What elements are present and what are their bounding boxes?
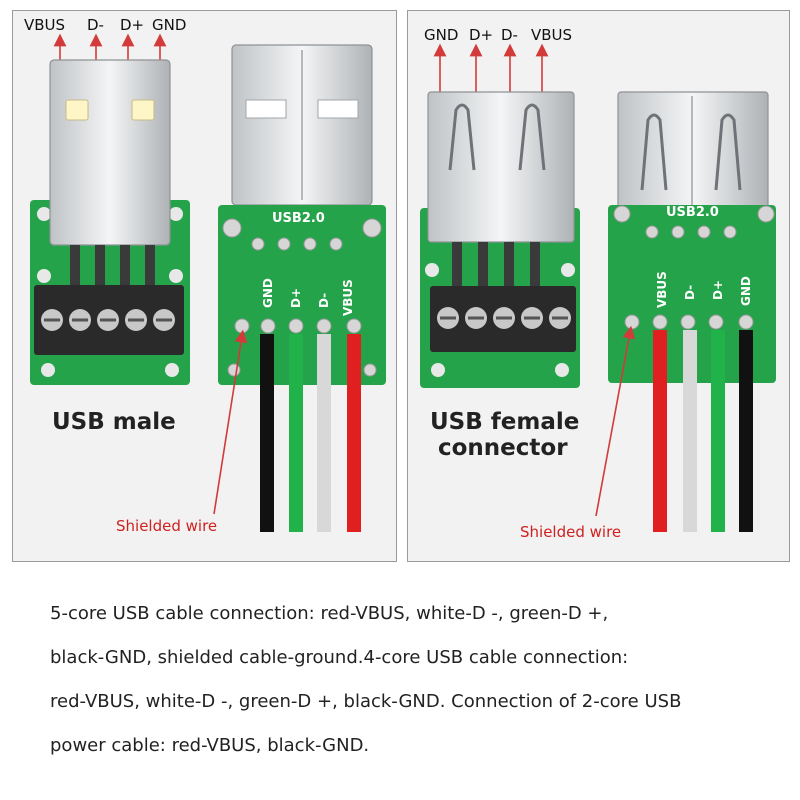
mount-hole — [37, 207, 51, 221]
female-socket-legs — [452, 242, 540, 286]
female-wire-vbus — [653, 330, 667, 532]
male-plug-window — [65, 99, 89, 121]
female-back-socket-shell — [617, 91, 769, 213]
female-board-pin-dminus: D- — [683, 285, 697, 300]
male-wire-dminus — [317, 334, 331, 532]
male-plug-shell — [49, 59, 171, 246]
female-board-pin-gnd: GND — [739, 276, 753, 306]
female-pin-label-dplus: D+ — [469, 26, 493, 44]
female-back-pads — [613, 205, 775, 330]
male-wire-gnd — [260, 334, 274, 532]
female-board-pin-vbus: VBUS — [655, 271, 669, 308]
wiring-caption: 5-core USB cable connection: red-VBUS, w… — [50, 592, 770, 768]
female-socket-springs — [448, 103, 546, 171]
male-plug-window — [131, 99, 155, 121]
mount-hole — [37, 269, 51, 283]
mount-hole — [41, 363, 55, 377]
female-pin-label-gnd: GND — [424, 26, 458, 44]
female-title-line1: USB female — [430, 409, 580, 435]
male-wire-vbus — [347, 334, 361, 532]
male-shield-arrow — [213, 329, 248, 515]
female-wire-gnd — [739, 330, 753, 532]
female-shield-label: Shielded wire — [520, 523, 621, 541]
male-wire-dplus — [289, 334, 303, 532]
mount-hole — [165, 363, 179, 377]
female-terminal-screws — [437, 307, 571, 329]
caption-line: black-GND, shielded cable-ground.4-core … — [50, 647, 629, 668]
male-board-pin-gnd: GND — [261, 278, 275, 308]
male-terminal-screws — [41, 309, 175, 331]
male-back-pads — [222, 218, 382, 377]
male-board-pin-dplus: D+ — [289, 288, 303, 308]
female-pin-label-dminus: D- — [501, 26, 518, 44]
female-pin-label-vbus: VBUS — [531, 26, 572, 44]
mount-hole — [169, 207, 183, 221]
caption-line: power cable: red-VBUS, black-GND. — [50, 735, 370, 756]
male-shield-label: Shielded wire — [116, 517, 217, 535]
caption-line: red-VBUS, white-D -, green-D +, black-GN… — [50, 691, 682, 712]
female-wire-dplus — [711, 330, 725, 532]
female-title-line2: connector — [438, 435, 568, 461]
male-pin-label-dplus: D+ — [120, 16, 144, 34]
mount-hole — [169, 269, 183, 283]
female-back-springs — [640, 113, 742, 191]
male-board-pin-vbus: VBUS — [341, 279, 355, 316]
female-shield-arrow — [595, 325, 636, 517]
male-board-silk: USB2.0 — [272, 211, 325, 226]
male-pin-label-dminus: D- — [87, 16, 104, 34]
female-pin-arrows — [433, 43, 549, 92]
female-wire-dminus — [683, 330, 697, 532]
caption-line: 5-core USB cable connection: red-VBUS, w… — [50, 603, 609, 624]
female-back-pcb — [608, 205, 776, 383]
male-plug-legs — [70, 245, 155, 285]
male-pin-label-gnd: GND — [152, 16, 186, 34]
female-socket-shell — [427, 91, 575, 243]
male-back-window — [317, 99, 359, 119]
female-board-silk: USB2.0 — [666, 205, 719, 220]
male-title: USB male — [52, 409, 176, 435]
male-back-window — [245, 99, 287, 119]
male-pin-label-vbus: VBUS — [24, 16, 65, 34]
male-board-pin-dminus: D- — [317, 293, 331, 308]
female-board-pin-dplus: D+ — [711, 280, 725, 300]
